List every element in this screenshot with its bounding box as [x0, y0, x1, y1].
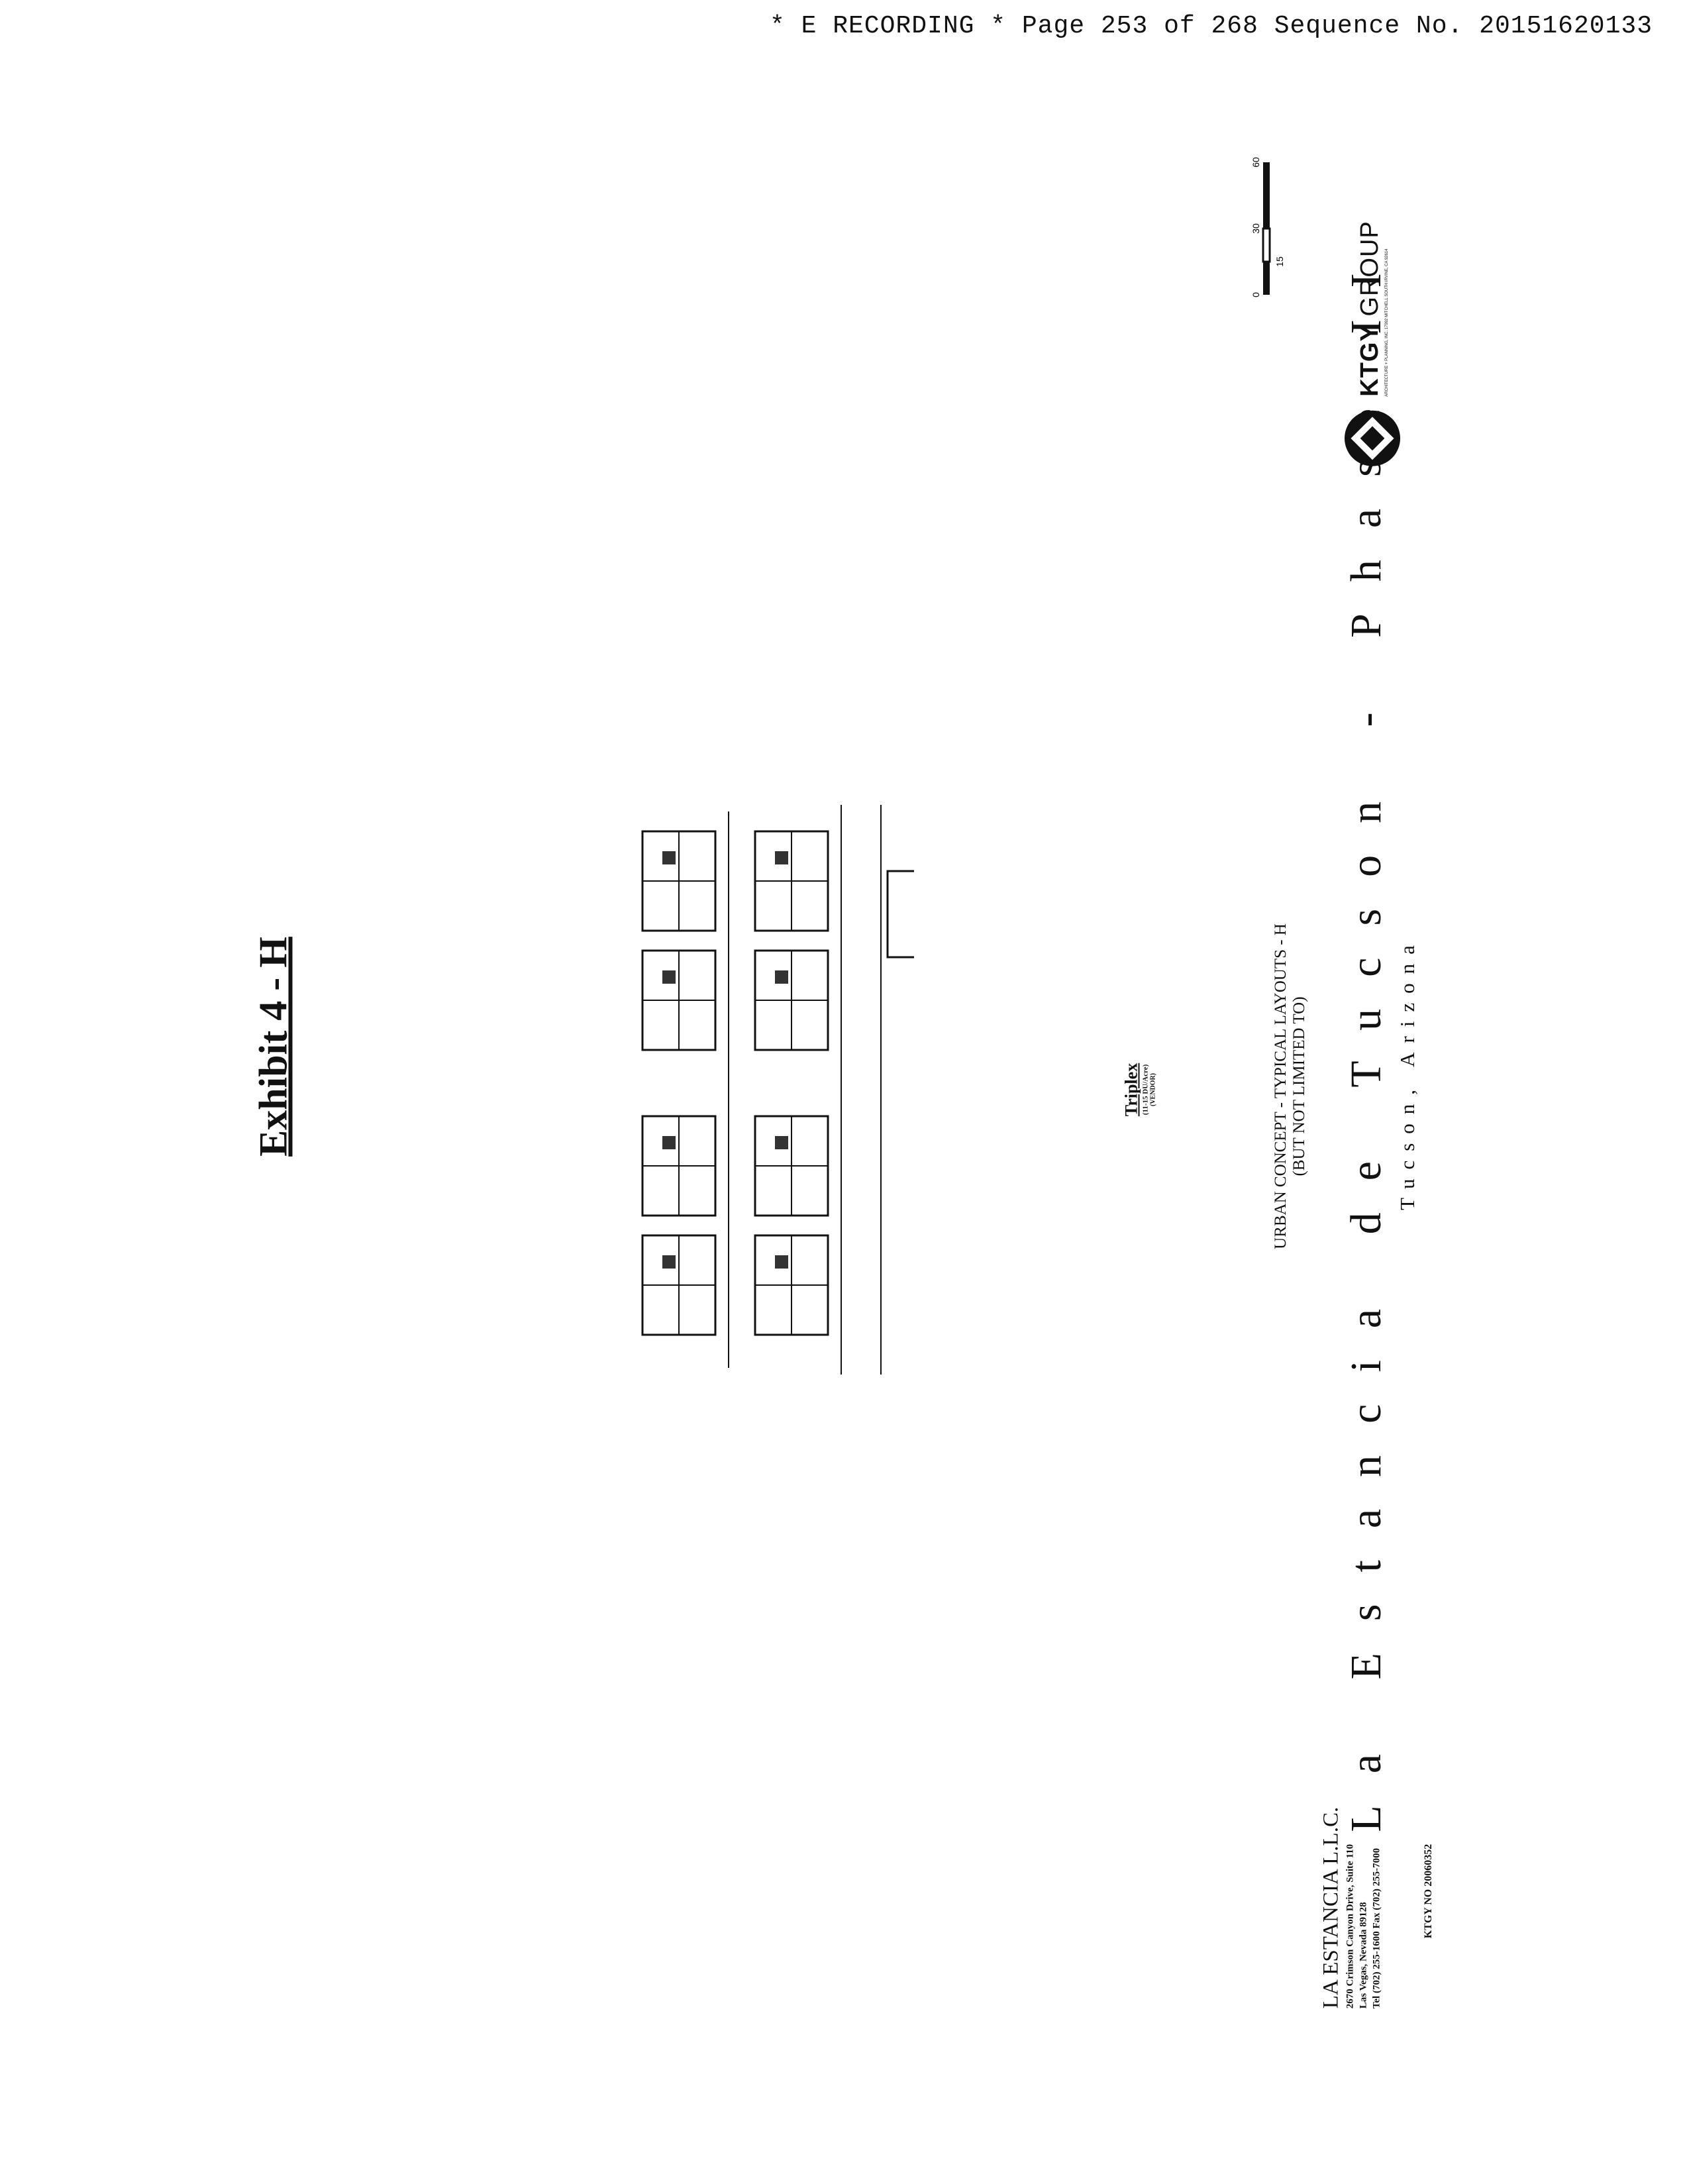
scale-bar: 0 15 30 60 [1249, 149, 1288, 301]
building-type: Triplex [1121, 1063, 1141, 1117]
site-plan-svg [641, 805, 962, 1375]
building-row-east [886, 870, 962, 959]
project-location: Tucson, Arizona [1396, 936, 1419, 1210]
concept-line1: URBAN CONCEPT - TYPICAL LAYOUTS - H [1272, 923, 1290, 1249]
scale-label-30: 30 [1251, 223, 1261, 234]
owner-name: LA ESTANCIA L.L.C. [1319, 1806, 1343, 2009]
recording-header: * E RECORDING * Page 253 of 268 Sequence… [769, 12, 1653, 40]
scale-label-60: 60 [1251, 157, 1261, 168]
code: (VENDOR) [1149, 1073, 1157, 1106]
scale-label-15: 15 [1274, 256, 1285, 267]
project-title: La Estancia de Tucson - Phase II [1342, 241, 1390, 1832]
owner-address-2: Las Vegas, Nevada 89128 [1358, 1902, 1369, 2009]
concept-caption: URBAN CONCEPT - TYPICAL LAYOUTS - H (BUT… [1272, 923, 1309, 1249]
owner-address-1: 2670 Crimson Canyon Drive, Suite 110 [1345, 1844, 1356, 2009]
ktgy-logo-block: KTGY GROUP ARCHITECTURE + PLANNING, INC.… [1343, 221, 1402, 468]
owner-block: LA ESTANCIA L.L.C. 2670 Crimson Canyon D… [1319, 1807, 1384, 2008]
concept-line2: (BUT NOT LIMITED TO) [1290, 996, 1308, 1176]
scale-label-0: 0 [1251, 292, 1261, 297]
building-type-label: Triplex (11-15 DU/Acre) (VENDOR) [1122, 1063, 1157, 1116]
ktgy-logo-icon [1345, 410, 1400, 466]
exhibit-title: Exhibit 4 - H [251, 937, 295, 1157]
logo-fine-print: ARCHITECTURE + PLANNING, INC. 17992 MITC… [1384, 248, 1389, 397]
job-number: KTGY NO 20060352 [1423, 1844, 1434, 1939]
site-plan-drawing [623, 785, 962, 1394]
owner-phone: Tel (702) 255-1600 Fax (702) 255-7000 [1371, 1847, 1382, 2009]
logo-name: KTGY GROUP [1355, 221, 1384, 397]
density: (11-15 DU/Acre) [1141, 1064, 1150, 1116]
